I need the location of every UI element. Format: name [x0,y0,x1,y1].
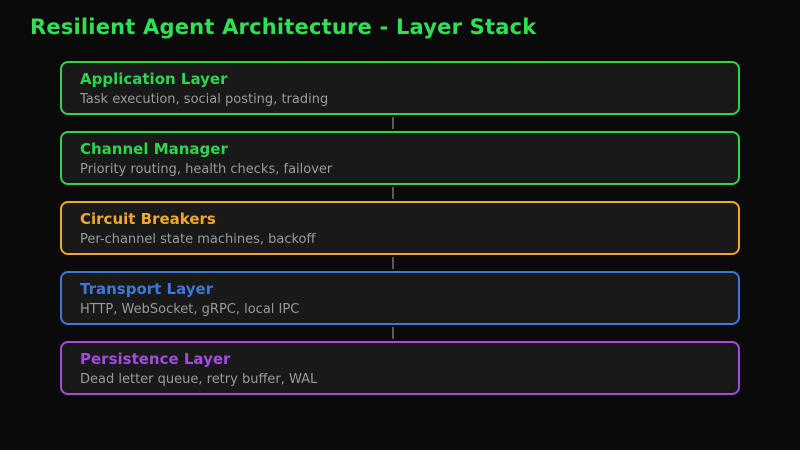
page-title: Resilient Agent Architecture - Layer Sta… [30,15,537,39]
layer-box-application: Application Layer Task execution, social… [60,61,740,115]
connector-line [392,187,394,199]
connector-line [392,327,394,339]
layer-box-circuit-breakers: Circuit Breakers Per-channel state machi… [60,201,740,255]
layer-description: Task execution, social posting, trading [80,91,329,107]
layer-box-transport: Transport Layer HTTP, WebSocket, gRPC, l… [60,271,740,325]
layer-title: Circuit Breakers [80,209,216,228]
layer-description: HTTP, WebSocket, gRPC, local IPC [80,301,300,317]
layer-title: Persistence Layer [80,349,231,368]
layer-description: Per-channel state machines, backoff [80,231,316,247]
layer-title: Channel Manager [80,139,228,158]
layer-box-persistence: Persistence Layer Dead letter queue, ret… [60,341,740,395]
layer-description: Priority routing, health checks, failove… [80,161,333,177]
connector-line [392,117,394,129]
layer-box-channel-manager: Channel Manager Priority routing, health… [60,131,740,185]
connector-line [392,257,394,269]
layer-title: Application Layer [80,69,228,88]
layer-description: Dead letter queue, retry buffer, WAL [80,371,318,387]
layer-title: Transport Layer [80,279,214,298]
